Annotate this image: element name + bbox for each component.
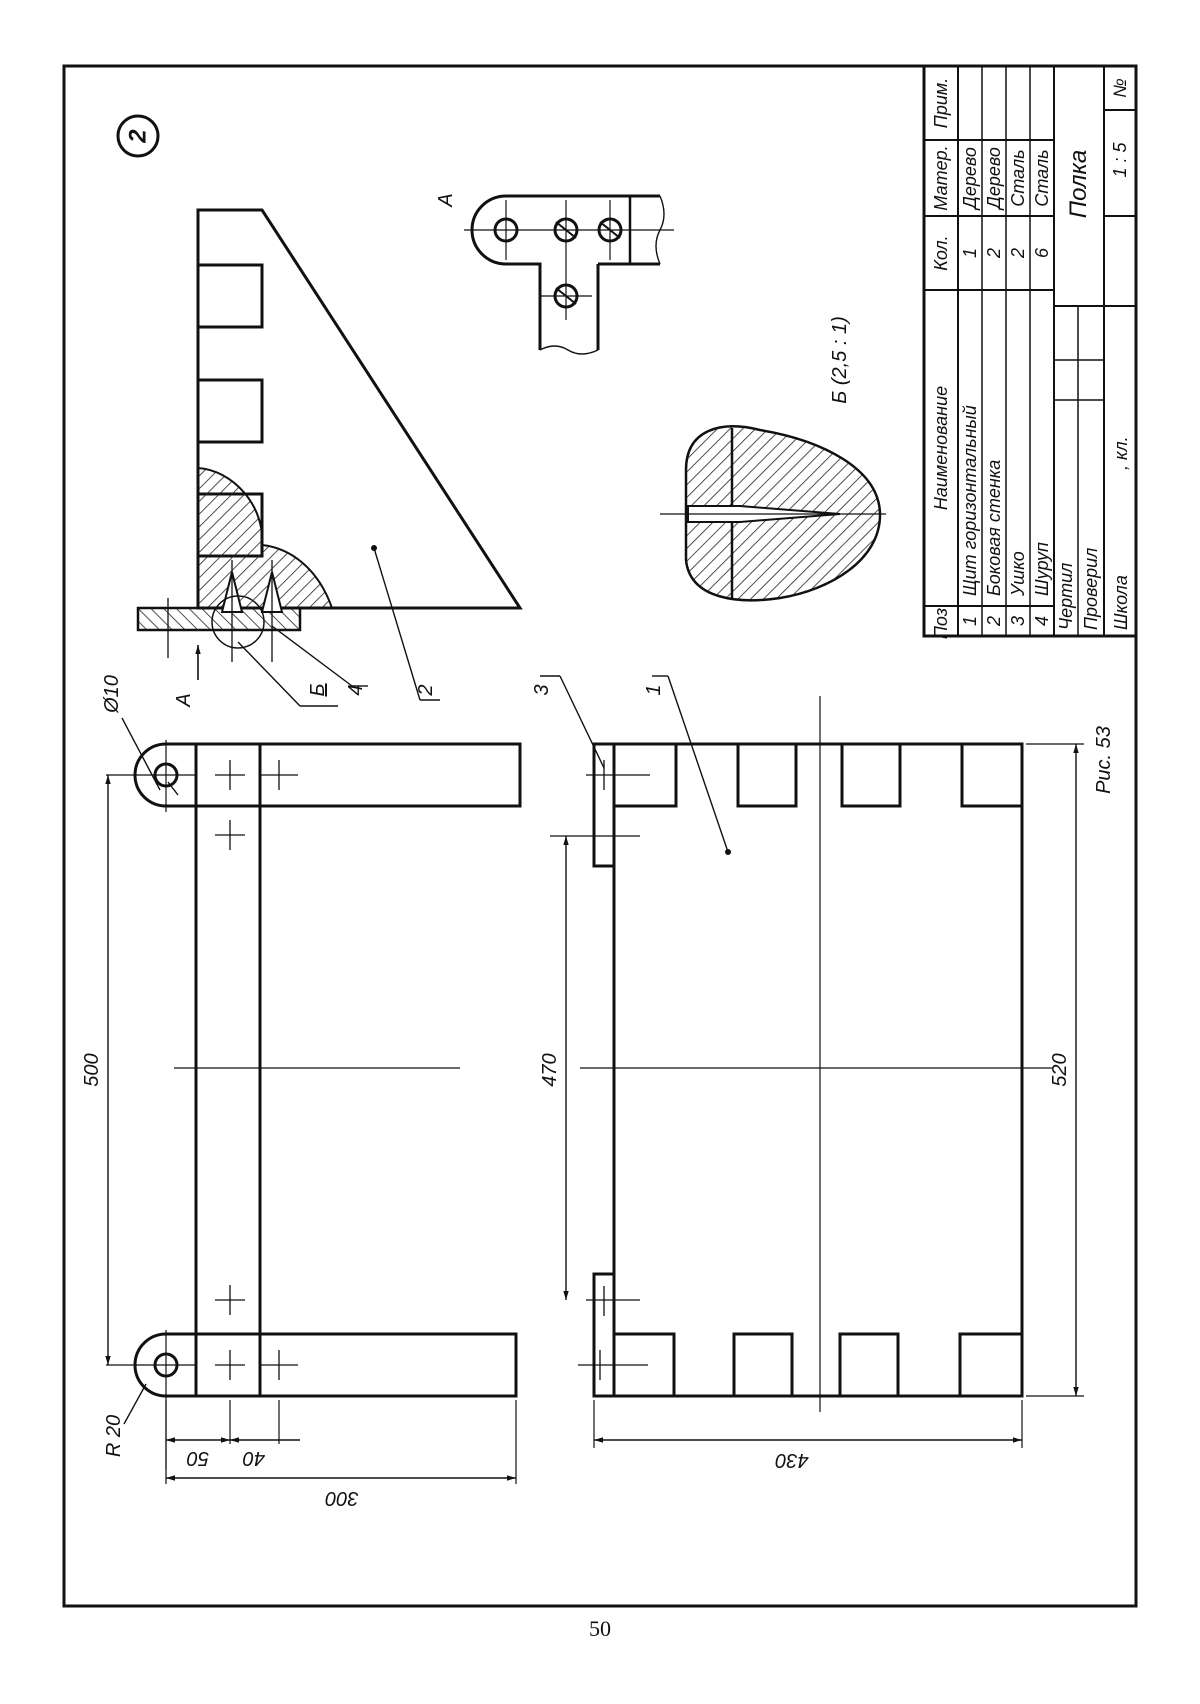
- row1-pos: 1: [960, 616, 980, 626]
- top-view-board: 1 3 470 520 430 Рис. 53: [531, 675, 1115, 1471]
- row2-material: Дерево: [984, 147, 1004, 211]
- wood-cut-region: [197, 466, 334, 609]
- row2-qty: 2: [984, 248, 1004, 259]
- ear-plate-section: [136, 606, 302, 632]
- wall-slot: [196, 378, 264, 444]
- detail-b-label: Б (2,5 : 1): [829, 316, 851, 404]
- dim-diameter-10: Ø10: [101, 675, 123, 714]
- view-a-label: А: [435, 193, 457, 207]
- row3-material: Сталь: [1008, 149, 1028, 206]
- header-name: Наименование: [931, 386, 951, 510]
- dim-radius-20: R 20: [103, 1415, 125, 1457]
- page-number: 50: [589, 1616, 611, 1641]
- view-a-ear: А: [435, 193, 674, 355]
- figure-caption: Рис. 53: [1093, 726, 1115, 794]
- title-block: Поз. Наименование Кол. Матер. Прим. 1 Щи…: [922, 64, 1138, 639]
- row4-material: Сталь: [1032, 149, 1052, 206]
- detail-b: Б (2,5 : 1): [660, 316, 886, 602]
- board-slot: [736, 742, 798, 808]
- callout-2: 2: [415, 684, 437, 696]
- sheet-frame: [62, 64, 1138, 1608]
- row3-name: Ушко: [1008, 551, 1028, 597]
- row2-name: Боковая стенка: [984, 460, 1004, 596]
- board-slot: [960, 742, 1024, 808]
- leg-bottom: [194, 1332, 518, 1398]
- row3-pos: 3: [1008, 616, 1028, 626]
- dim-520: 520: [1049, 1053, 1071, 1086]
- dim-430: 430: [775, 1449, 808, 1471]
- side-wall-view: А Б 4 2: [136, 208, 523, 708]
- row1-name: Щит горизонтальный: [960, 405, 980, 596]
- row4-pos: 4: [1032, 616, 1052, 626]
- row4-name: Шуруп: [1032, 542, 1052, 596]
- front-view: 500 Ø10 R 20 50 40 300: [81, 675, 522, 1509]
- board-slot: [958, 1332, 1024, 1398]
- header-pos: Поз.: [931, 603, 951, 639]
- row1-material: Дерево: [960, 147, 980, 211]
- class-label: , кл.: [1111, 436, 1131, 470]
- board-slot: [732, 1332, 794, 1398]
- callout-detail-b: Б: [307, 683, 329, 696]
- view-a-arrow-label: А: [173, 693, 195, 707]
- board-outline: [612, 742, 1024, 1398]
- dim-300: 300: [325, 1487, 358, 1509]
- row3-qty: 2: [1008, 248, 1028, 259]
- checked-by-label: Проверил: [1081, 548, 1101, 630]
- dim-40: 40: [243, 1447, 265, 1469]
- dim-50: 50: [187, 1447, 209, 1469]
- header-qty: Кол.: [931, 235, 951, 270]
- side-wall-edge: [194, 742, 262, 1398]
- board-slot: [838, 1332, 900, 1398]
- row1-qty: 1: [960, 248, 980, 258]
- drawing-number-label: №: [1110, 78, 1130, 98]
- dim-470: 470: [539, 1053, 561, 1086]
- drawing-scale: 1 : 5: [1110, 142, 1130, 178]
- header-material: Матер.: [931, 145, 951, 210]
- row4-qty: 6: [1032, 247, 1052, 258]
- drawing-title: Полка: [1065, 150, 1092, 218]
- callout-3: 3: [531, 684, 553, 695]
- row2-pos: 2: [984, 616, 1004, 627]
- school-label: Школа: [1111, 575, 1131, 630]
- drawn-by-label: Чертил: [1056, 563, 1076, 630]
- sheet-number-badge: 2: [116, 114, 160, 158]
- wall-slot: [196, 263, 264, 329]
- board-slot: [840, 742, 902, 808]
- header-note: Прим.: [931, 78, 951, 128]
- callout-1: 1: [643, 684, 665, 695]
- dim-500: 500: [81, 1053, 103, 1086]
- callout-4: 4: [345, 684, 367, 695]
- sheet-number: 2: [125, 129, 152, 144]
